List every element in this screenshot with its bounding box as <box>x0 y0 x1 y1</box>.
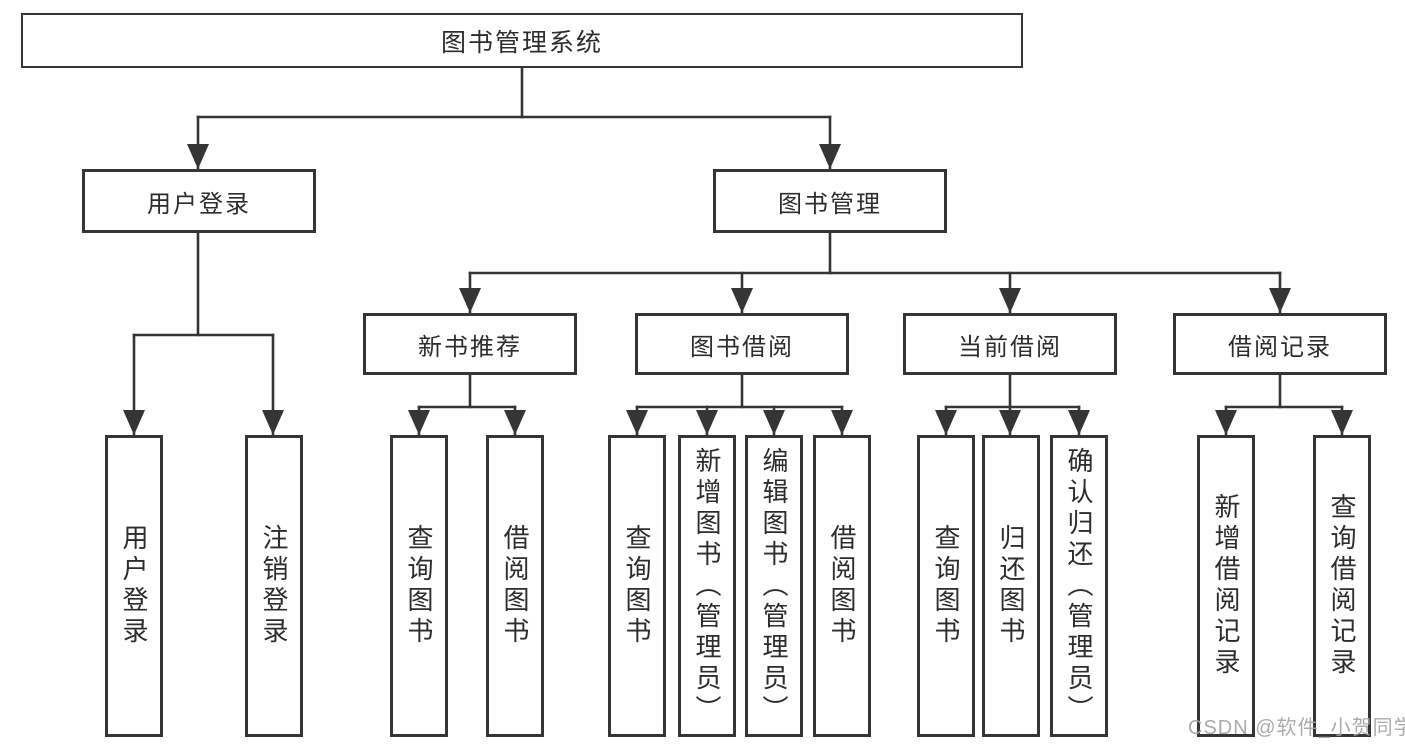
node-current-borrowing: 当前借阅 <box>903 313 1117 375</box>
leaf-add-borrow-record: 新增借阅记录 <box>1197 435 1255 737</box>
leaf-confirm-return-admin: 确认归还（管理员） <box>1050 435 1108 737</box>
leaf-borrow-book: 借阅图书 <box>813 435 871 737</box>
leaf-logout: 注销登录 <box>245 435 303 737</box>
leaf-cur-query-book: 查询图书 <box>917 435 975 737</box>
node-borrowing-records: 借阅记录 <box>1173 313 1387 375</box>
node-book-management: 图书管理 <box>713 169 947 233</box>
node-new-book-recommend: 新书推荐 <box>363 313 577 375</box>
node-root: 图书管理系统 <box>21 13 1023 68</box>
node-user-login: 用户登录 <box>82 169 316 233</box>
node-book-borrowing: 图书借阅 <box>635 313 849 375</box>
leaf-borrow-query-book: 查询图书 <box>608 435 666 737</box>
leaf-return-book: 归还图书 <box>982 435 1040 737</box>
leaf-add-book-admin: 新增图书（管理员） <box>678 435 736 737</box>
csdn-watermark: CSDN @软件_小贺同学 <box>1188 717 1405 739</box>
leaf-edit-book-admin: 编辑图书（管理员） <box>745 435 803 737</box>
leaf-user-login: 用户登录 <box>105 435 163 737</box>
leaf-rec-query-book: 查询图书 <box>390 435 448 737</box>
leaf-query-borrow-record: 查询借阅记录 <box>1313 435 1371 737</box>
leaf-rec-borrow-book: 借阅图书 <box>486 435 544 737</box>
